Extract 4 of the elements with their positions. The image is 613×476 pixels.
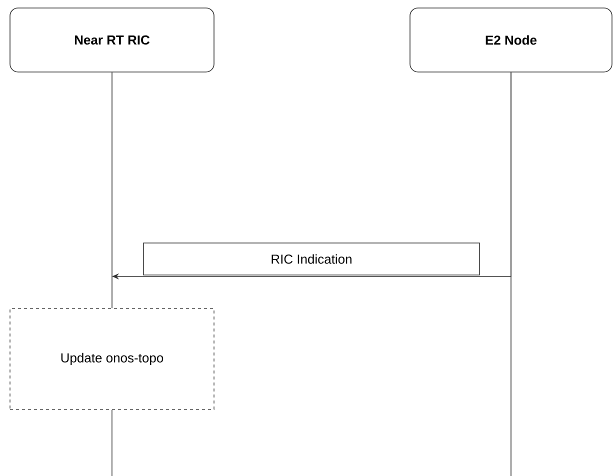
participant-box: E2 Node xyxy=(410,8,612,72)
message-label: RIC Indication xyxy=(143,242,480,276)
participant-box: Near RT RIC xyxy=(10,8,214,72)
process-box: Update onos-topo xyxy=(10,308,214,410)
